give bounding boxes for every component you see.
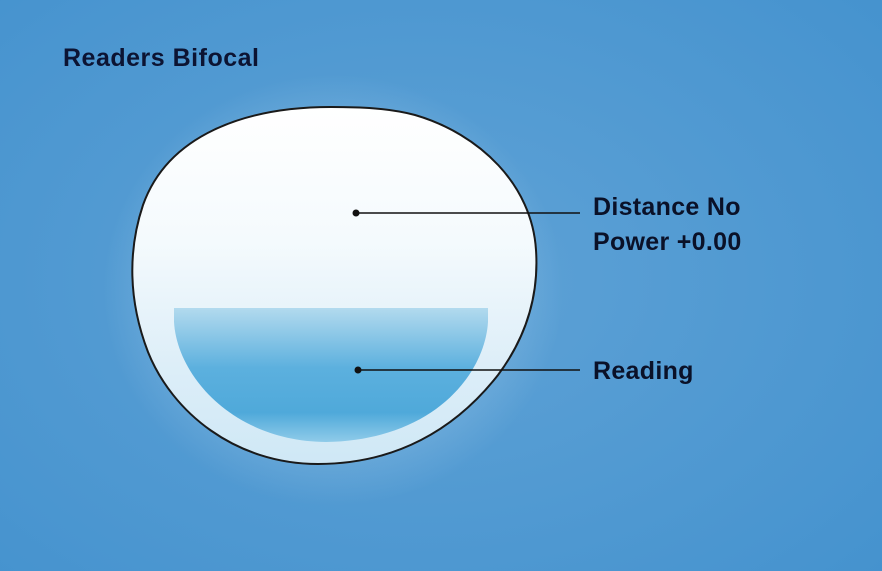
callout-dot-distance — [352, 209, 360, 217]
diagram-title: Readers Bifocal — [63, 44, 260, 72]
distance-label-line1: Distance No — [593, 193, 741, 221]
distance-label: Distance No Power +0.00 — [593, 190, 742, 260]
distance-label-line2: Power +0.00 — [593, 228, 742, 256]
reading-segment — [174, 308, 488, 442]
reading-label: Reading — [593, 357, 694, 385]
callout-dot-reading — [354, 366, 362, 374]
